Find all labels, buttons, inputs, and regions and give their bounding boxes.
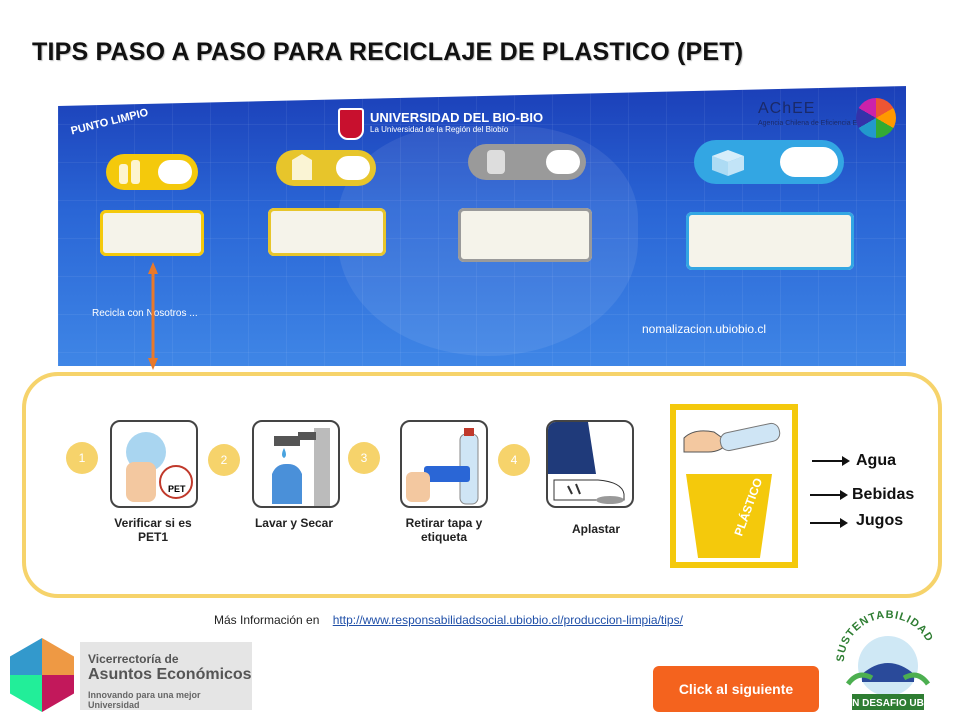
pet1-bottle-icon: PET	[110, 420, 198, 508]
tag-jugos: Jugos	[856, 512, 904, 529]
page-title: TIPS PASO A PASO PARA RECICLAJE DE PLAST…	[32, 38, 744, 66]
bin-body	[686, 474, 772, 558]
arrow-icon	[810, 518, 848, 528]
pill-knob	[336, 156, 370, 180]
cans-info-card	[458, 208, 592, 262]
vicerrectoria-line2: Asuntos Económicos	[88, 666, 252, 683]
carton-icon	[292, 154, 312, 180]
achee-name: AChEE	[758, 100, 816, 117]
vicerrectoria-logo: Vicerrectoría de Asuntos Económicos Inno…	[10, 638, 252, 714]
banner-url: nomalizacion.ubiobio.cl	[642, 322, 767, 336]
vicerrectoria-hex-icon	[10, 638, 74, 712]
sustentabilidad-bottom-text: UN DESAFIO UBB	[845, 698, 931, 709]
pill-knob	[546, 150, 580, 174]
step-number: 2	[208, 444, 240, 476]
recicla-text: Recicla con Nosotros ...	[92, 308, 198, 319]
more-info-label: Más Información en	[214, 613, 320, 627]
faucet-icon	[252, 420, 340, 508]
vicerrectoria-line3: Innovando para una mejor Universidad	[88, 690, 201, 710]
step-label: Aplastar	[571, 522, 621, 536]
hand-bottle-icon	[683, 422, 781, 453]
tetrapak-info-card	[268, 208, 386, 256]
university-shield-icon	[338, 108, 364, 140]
vicerrectoria-box: Vicerrectoría de Asuntos Económicos Inno…	[80, 642, 252, 710]
steps-panel: 1 PET Verificar si es PET1 2 Lavar y Sec…	[22, 372, 942, 598]
remove-label-icon	[400, 420, 488, 508]
punto-limpio-banner: PUNTO LIMPIO UNIVERSIDAD DEL BIO-BIO La …	[58, 86, 906, 366]
step-label: Retirar tapa y etiqueta	[405, 516, 483, 544]
tag-bebidas: Bebidas	[852, 486, 915, 503]
double-arrow-icon	[148, 262, 158, 370]
achee-tagline: Agencia Chilena de Eficiencia Energética	[758, 120, 887, 127]
arrow-icon	[810, 490, 848, 500]
next-button[interactable]: Click al siguiente	[653, 666, 819, 712]
step-number: 4	[498, 444, 530, 476]
pill-knob	[780, 147, 838, 177]
pill-knob	[158, 160, 192, 184]
cans-bin-pill	[468, 144, 586, 180]
step-label: Verificar si es PET1	[114, 516, 192, 544]
achee-wheel-icon	[856, 98, 896, 138]
more-info: Más Información en http://www.responsabi…	[214, 613, 683, 627]
plastic-bin-pill	[106, 154, 198, 190]
tetrapak-bin-pill	[276, 150, 376, 186]
svg-text:PET: PET	[168, 484, 186, 494]
crush-bottle-icon	[546, 420, 634, 508]
more-info-link[interactable]: http://www.responsabilidadsocial.ubiobio…	[332, 613, 683, 627]
paper-bin-pill	[694, 140, 844, 184]
achee-logo: AChEE Agencia Chilena de Eficiencia Ener…	[746, 98, 896, 138]
university-tagline: La Universidad de la Región del Biobío	[370, 125, 509, 134]
step-number: 3	[348, 442, 380, 474]
university-name: UNIVERSIDAD DEL BIO-BIO	[370, 110, 544, 125]
step-number: 1	[66, 442, 98, 474]
sustentabilidad-logo: SUSTENTABILIDAD UN DESAFIO UBB	[835, 609, 934, 710]
plastic-info-card	[100, 210, 204, 256]
tag-agua: Agua	[856, 452, 896, 469]
arrow-icon	[812, 456, 850, 466]
step-label: Lavar y Secar	[254, 516, 334, 530]
vicerrectoria-line1: Vicerrectoría de	[88, 652, 179, 666]
can-icon	[487, 150, 505, 174]
plastic-bin-icon: PLÁSTICO	[670, 404, 798, 568]
box-icon	[712, 150, 744, 176]
bottles-icon	[119, 160, 140, 184]
paper-info-card	[686, 212, 854, 270]
